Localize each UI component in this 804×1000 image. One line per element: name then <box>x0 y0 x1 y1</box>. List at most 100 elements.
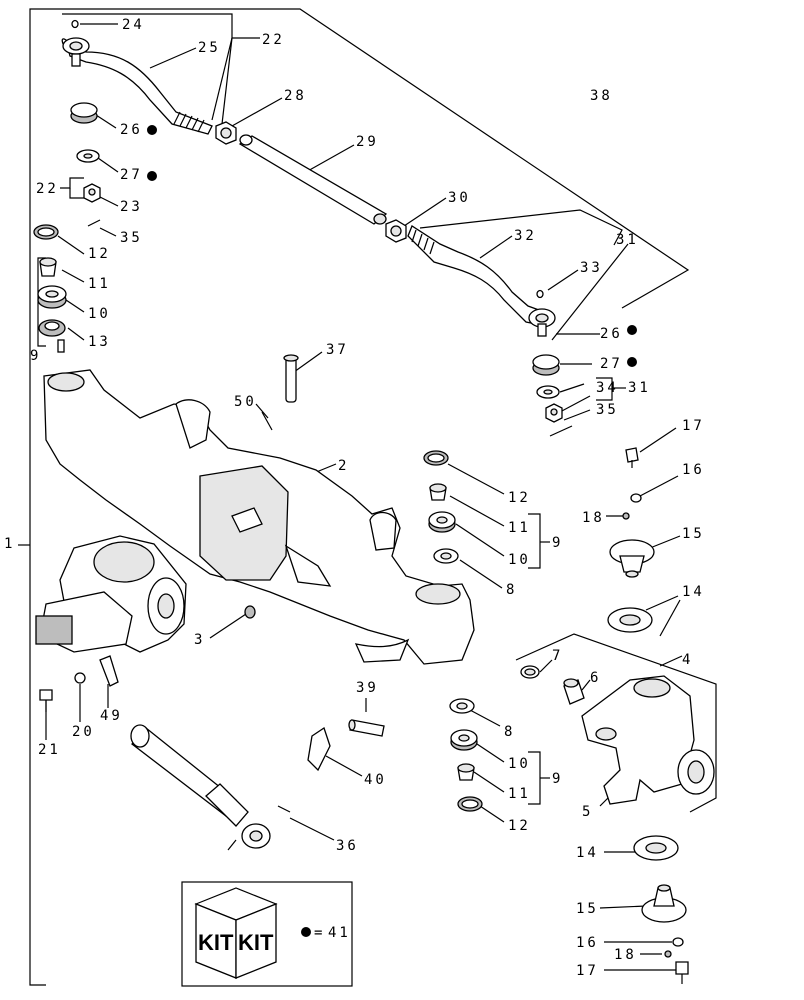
callout-20: 20 <box>72 724 95 740</box>
part-8-washer-lower <box>449 698 475 714</box>
kit-legend-equals: = <box>314 925 325 941</box>
part-10-bearing-mid <box>428 511 456 533</box>
kit-markers <box>147 125 637 367</box>
callout-10-mid: 10 <box>508 552 531 568</box>
callout-33: 33 <box>580 260 603 276</box>
part-14-shim-upper <box>607 607 653 633</box>
part-49-bracket <box>99 655 119 687</box>
part-34-castle-nut <box>545 403 563 423</box>
part-18-ball-lower <box>664 950 672 958</box>
callout-26-left: 26 <box>120 122 143 138</box>
callout-22-top: 22 <box>262 32 285 48</box>
callout-11-left: 11 <box>88 276 111 292</box>
part-40-clip <box>307 726 331 772</box>
callout-49: 49 <box>100 708 123 724</box>
kit-legend-dot <box>301 927 311 937</box>
part-17-bolt-upper <box>625 447 639 468</box>
callout-16-upper: 16 <box>682 462 705 478</box>
callouts: 24 22 25 28 38 26 29 27 22 30 23 32 35 3… <box>4 17 705 979</box>
callout-5: 5 <box>582 804 593 820</box>
part-27-washer-right <box>536 385 560 399</box>
part-35-cotter-pin-right <box>549 425 573 437</box>
callout-18-upper: 18 <box>582 510 605 526</box>
part-26-washer-right <box>532 354 560 376</box>
callout-9-left: 9 <box>30 348 41 364</box>
part-35-cotter-pin-left <box>87 219 101 227</box>
part-26-washer-left <box>70 102 98 124</box>
kit-label-left: KIT <box>198 930 234 955</box>
part-36-pin <box>277 805 291 813</box>
callout-21: 21 <box>38 742 61 758</box>
part-29-tie-rod-tube <box>238 134 388 225</box>
part-16-washer-upper <box>630 493 642 503</box>
callout-4: 4 <box>682 652 693 668</box>
part-4-steering-knuckle <box>581 675 715 805</box>
callout-12-lower: 12 <box>508 818 531 834</box>
part-plug <box>57 339 65 353</box>
callout-15-upper: 15 <box>682 526 705 542</box>
callout-1: 1 <box>4 536 15 552</box>
callout-27-left: 27 <box>120 167 143 183</box>
callout-12-mid: 12 <box>508 490 531 506</box>
part-50-bolt <box>261 411 273 431</box>
callout-8-lower: 8 <box>504 724 515 740</box>
part-8-washer-mid <box>433 548 459 564</box>
callout-9-mid: 9 <box>552 535 563 551</box>
callout-14-lower: 14 <box>576 845 599 861</box>
callout-9-lower: 9 <box>552 771 563 787</box>
callout-36: 36 <box>336 838 359 854</box>
callout-28: 28 <box>284 88 307 104</box>
kit-legend-ref: 41 <box>328 925 351 941</box>
callout-39: 39 <box>356 680 379 696</box>
part-20-washer <box>74 672 86 684</box>
callout-11-mid: 11 <box>508 520 531 536</box>
part-12-seal-lower <box>457 796 483 812</box>
parts <box>33 19 715 984</box>
callout-25: 25 <box>198 40 221 56</box>
callout-32: 32 <box>514 228 537 244</box>
callout-23: 23 <box>120 199 143 215</box>
part-30-nut <box>385 219 407 243</box>
part-11-bushing-mid <box>429 483 447 501</box>
part-15-pivot-lower <box>641 884 687 923</box>
callout-3: 3 <box>194 632 205 648</box>
part-17-bolt-lower <box>675 961 689 984</box>
callout-38: 38 <box>590 88 613 104</box>
callout-24: 24 <box>122 17 145 33</box>
callout-13: 13 <box>88 334 111 350</box>
kit-label-right: KIT <box>238 930 274 955</box>
callout-10-lower: 10 <box>508 756 531 772</box>
part-12-seal-left <box>33 224 59 240</box>
callout-22-left: 22 <box>36 181 59 197</box>
callout-30: 30 <box>448 190 471 206</box>
part-3-plug <box>244 605 256 619</box>
part-differential <box>35 535 187 653</box>
part-32-tie-rod-end-right <box>407 225 556 337</box>
callout-35-left: 35 <box>120 230 143 246</box>
callout-12-left: 12 <box>88 246 111 262</box>
callout-31-top: 31 <box>616 232 639 248</box>
part-10-bearing-lower <box>450 729 478 751</box>
part-10-bearing-left <box>37 285 67 309</box>
callout-35-right: 35 <box>596 402 619 418</box>
part-39-spring-pin <box>348 719 385 737</box>
part-15-pivot-upper <box>609 539 655 578</box>
part-18-ball-upper <box>622 512 630 520</box>
part-14-shim-lower <box>633 835 679 861</box>
callout-11-lower: 11 <box>508 786 531 802</box>
part-16-washer-lower <box>672 937 684 947</box>
callout-40: 40 <box>364 772 387 788</box>
callout-14-upper: 14 <box>682 584 705 600</box>
kit-legend: KIT KIT = 41 <box>181 881 353 987</box>
kit-marker-27-right <box>627 357 637 367</box>
callout-31-right: 31 <box>628 380 651 396</box>
callout-15-lower: 15 <box>576 901 599 917</box>
kit-marker-26-left <box>147 125 157 135</box>
part-6-bushing <box>563 678 585 705</box>
part-25-tie-rod-end-left <box>61 37 213 135</box>
callout-8-mid: 8 <box>506 582 517 598</box>
part-7-bushing <box>520 665 540 679</box>
callout-37: 37 <box>326 342 349 358</box>
part-21-bolt <box>39 689 53 712</box>
